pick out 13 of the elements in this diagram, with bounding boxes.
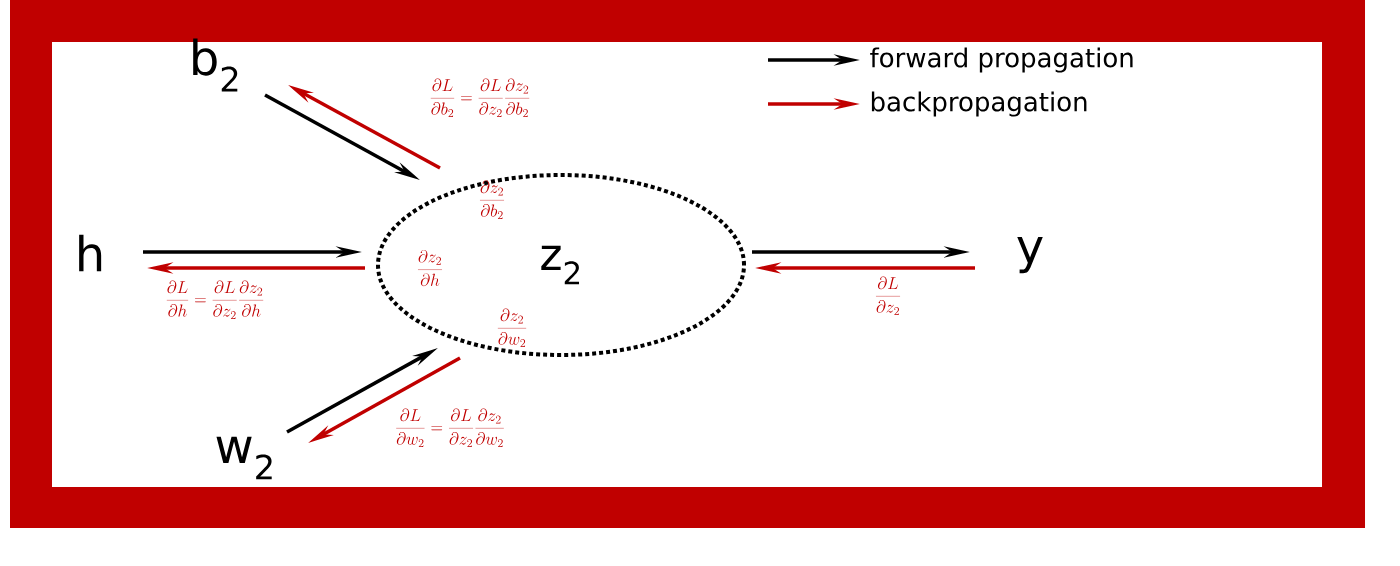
variable-label: w$_{2}$ bbox=[216, 436, 272, 480]
variable-label: y bbox=[1017, 236, 1043, 274]
gradient-formula: $\frac{\partial z_2}{\partial h}$ bbox=[417, 249, 443, 287]
gradient-formula: $\frac{\partial L}{\partial w_2} = \frac{\partial L}{\partial z_2}\frac{\partial z_2}{\partial w_2}$ bbox=[396, 408, 504, 448]
variable-label: h bbox=[79, 234, 102, 272]
legend-text: backpropagation bbox=[871, 91, 1087, 117]
gradient-formula: $\frac{\partial L}{\partial z_2}$ bbox=[875, 276, 901, 316]
gradient-formula: $\frac{\partial z_2}{\partial w_2}$ bbox=[497, 308, 527, 348]
gradient-formula: $\frac{\partial L}{\partial b_2} = \frac{\partial L}{\partial z_2}\frac{\partial z_2}{\partial b_2}$ bbox=[430, 78, 530, 118]
legend-text: forward propagation bbox=[870, 47, 1133, 73]
variable-label: b$_{2}$ bbox=[193, 38, 238, 92]
gradient-formula: $\frac{\partial L}{\partial h} = \frac{\partial L}{\partial z_2}\frac{\partial z_2}{\partial h}$ bbox=[166, 280, 264, 320]
gradient-formula: $\frac{\partial z_2}{\partial b_2}$ bbox=[479, 180, 505, 220]
